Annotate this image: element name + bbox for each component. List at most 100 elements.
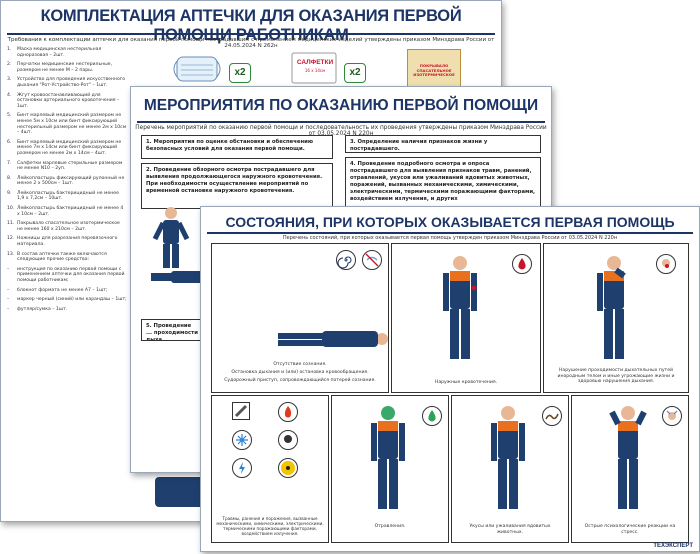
kit-item: 9. Лейкопластырь бактерицидный не менее 1…	[7, 191, 127, 202]
standing-worker-figure	[152, 207, 190, 268]
condition-bleeding: Наружные кровотечения.	[391, 243, 541, 393]
poisoned-worker-figure	[371, 406, 405, 509]
title-rule	[137, 121, 545, 123]
caption-unconscious-1: Отсутствие сознания.	[273, 362, 327, 367]
kit-item-number: –	[7, 287, 10, 293]
poster-title: СОСТОЯНИЯ, ПРИ КОТОРЫХ ОКАЗЫВАЕТСЯ ПЕРВА…	[225, 214, 675, 230]
kit-item-text: В состав аптечки также включаются следую…	[17, 251, 107, 263]
kit-item-number: 2.	[7, 62, 12, 68]
stressed-worker-figure	[609, 406, 647, 509]
bitten-worker-figure	[491, 406, 525, 509]
kit-item: –футляр/сумка – 1шт.	[7, 307, 127, 313]
mask-quantity-badge: x2	[229, 63, 251, 83]
poster-subtitle: Требования к комплектации аптечки для ок…	[7, 37, 495, 49]
poster-subtitle: Перечень состояний, при которых оказывае…	[282, 235, 618, 241]
green-drop-icon	[422, 406, 442, 426]
condition-airway: Нарушение проходимости дыхательных путей…	[543, 243, 689, 393]
bleeding-worker-figure	[443, 256, 477, 359]
kit-item-number: 7.	[7, 160, 12, 166]
choking-icon	[656, 254, 676, 274]
snake-icon	[542, 406, 562, 426]
kit-item-text: Покрывало спасательное изотермическое не…	[17, 221, 120, 232]
kit-item-text: Бинт марлевый медицинский размером не ме…	[17, 139, 122, 156]
electric-icon	[232, 458, 252, 478]
kit-item: 2.Перчатки медицинские нестерильные, раз…	[7, 62, 127, 73]
caption-poisoning: Отравления.	[374, 524, 406, 529]
kit-item-text: Устройство для проведения искусственного…	[17, 77, 126, 88]
measure-box-1: 1. Мероприятия по оценке обстановки и об…	[141, 135, 333, 159]
kit-item-text: Жгут кровоостанавливающий для остановки …	[17, 92, 120, 109]
kit-item: 12.Ножницы для разрезания перевязочного …	[7, 236, 127, 247]
kit-item-number: –	[7, 297, 10, 303]
kit-item-number: 6.	[7, 139, 12, 145]
kit-item-number: 13.	[7, 251, 15, 257]
kit-item: 7. Салфетки марлевые стерильные размером …	[7, 161, 127, 172]
blood-drop-icon	[512, 254, 532, 274]
publisher-logo: ТЕХЭКСПЕРТ	[653, 543, 693, 549]
measure-box-3: 3. Определение наличия признаков жизни у…	[345, 135, 541, 153]
measure-box-5: 5. Проведение ... проходимости дыха...	[141, 319, 203, 341]
napkin-pack-icon	[291, 52, 337, 84]
kit-item: 11.Покрывало спасательное изотермическое…	[7, 221, 127, 232]
kit-item-number: 10.	[7, 206, 15, 212]
caption-stress: Острые психологические реакции на стресс…	[584, 524, 676, 535]
condition-poisoning: Отравления.	[331, 395, 449, 543]
title-rule	[7, 33, 495, 35]
choking-worker-figure	[597, 256, 626, 359]
kit-item-text: Салфетки марлевые стерильные размером не…	[17, 160, 123, 172]
caption-airway: Нарушение проходимости дыхательных путей…	[557, 368, 675, 385]
kit-item-text: маркер черный (синий) или карандаш – 1шт…	[17, 297, 127, 303]
kit-item-text: Лейкопластырь фиксирующий рулонный не ме…	[17, 175, 125, 187]
kit-item: 5. Бинт марлевый медицинский размером не …	[7, 113, 127, 135]
kit-item-text: блокнот формата не менее А7 – 1шт;	[17, 287, 108, 293]
measure-box-2: 2. Проведение обзорного осмотра пострада…	[141, 163, 333, 209]
kit-item-text: футляр/сумка – 1шт.	[17, 306, 68, 312]
kit-item: 10.Лейкопластырь бактерицидный не менее …	[7, 206, 127, 217]
kit-item: – блокнот формата не менее А7 – 1шт;	[7, 288, 127, 294]
mask-icon	[173, 56, 221, 82]
kit-item-text: Маска медицинская нестерильная одноразов…	[17, 47, 102, 58]
caption-injuries: Травмы, ранения и поражения, вызванные м…	[216, 516, 324, 536]
napkins-size: 16 x 14см	[304, 68, 326, 73]
kit-item-number: 8.	[7, 175, 12, 181]
caption-bites: Укусы или ужаливания ядовитых животных.	[469, 524, 551, 535]
napkins-label: САЛФЕТКИ	[296, 59, 334, 66]
condition-injuries: Травмы, ранения и поражения, вызванные м…	[211, 395, 329, 543]
lying-victim-figure	[278, 331, 388, 347]
kit-item: 8. Лейкопластырь фиксирующий рулонный не …	[7, 176, 127, 187]
kit-item: 1. Маска медицинская нестерильная однораз…	[7, 47, 127, 58]
condition-bites: Укусы или ужаливания ядовитых животных.	[451, 395, 569, 543]
kit-item-number: 1.	[7, 47, 12, 52]
poison-skull-icon	[278, 430, 298, 450]
kit-item-number: 11.	[7, 221, 15, 227]
caption-unconscious-3: Судорожный приступ, сопровождающийся пот…	[224, 378, 376, 383]
stress-icon	[662, 406, 682, 426]
kit-item-number: 9.	[7, 190, 12, 196]
bandage-icon	[232, 402, 250, 420]
condition-unconscious: Отсутствие сознания. Остановка дыхания и…	[211, 243, 389, 393]
kit-bag-icon	[155, 477, 205, 507]
kit-item-number: 3.	[7, 77, 12, 83]
kit-item-number: 5.	[7, 113, 12, 119]
spiral-icon	[336, 250, 356, 270]
condition-stress: Острые психологические реакции на стресс…	[571, 395, 689, 543]
thermal-blanket-label: ПОКРЫВАЛО СПАСАТЕЛЬНОЕ ИЗОТЕРМИЧЕСКОЕ	[413, 63, 455, 78]
kit-item-text: Бинт марлевый медицинский размером не ме…	[17, 113, 127, 136]
kit-item: –инструкция по оказанию первой помощи с …	[7, 267, 127, 284]
poster-title: КОМПЛЕКТАЦИЯ АПТЕЧКИ ДЛЯ ОКАЗАНИЯ ПЕРВОЙ…	[40, 7, 462, 44]
caption-bleeding: Наружные кровотечения.	[434, 380, 498, 385]
kit-item-number: 12.	[7, 236, 15, 242]
caption-unconscious-2: Остановка дыхания и (или) остановка кров…	[231, 370, 369, 375]
kit-item: 3. Устройство для проведения искусственно…	[7, 77, 127, 88]
kit-items-list: 1. Маска медицинская нестерильная однораз…	[7, 47, 127, 316]
kit-item-text: Лейкопластырь бактерицидный не менее 1,9…	[17, 190, 119, 202]
snowflake-icon	[232, 430, 252, 450]
kit-item: – маркер черный (синий) или карандаш – 1ш…	[7, 297, 127, 303]
kit-item-number: 4.	[7, 92, 12, 98]
kit-item-text: инструкция по оказанию первой помощи с п…	[17, 266, 125, 283]
kit-item: 13.В состав аптечки также включаются сле…	[7, 252, 127, 263]
kit-item: 4. Жгут кровоостанавливающий для остановк…	[7, 93, 127, 110]
mask-product	[173, 51, 247, 89]
fire-icon	[278, 402, 298, 422]
title-rule	[207, 232, 693, 234]
